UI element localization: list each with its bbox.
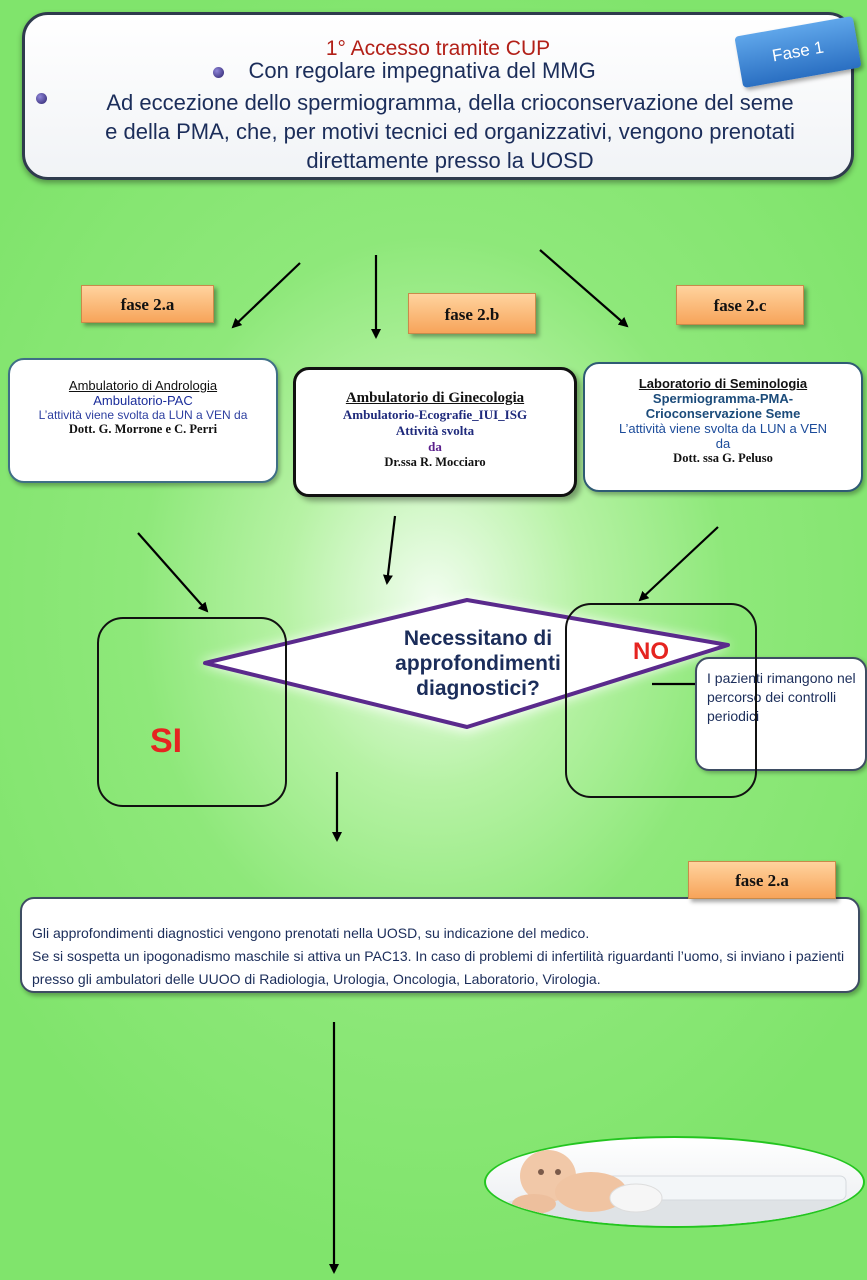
decision-no-label: NO [633, 638, 669, 665]
amb-c-title: Laboratorio di Seminologia [638, 376, 808, 391]
no-outcome-text: I pazienti rimangono nel percorso dei co… [707, 670, 856, 724]
decision-diamond [203, 598, 730, 729]
ambulatorio-andrologia-box: Ambulatorio di Andrologia Ambulatorio-PA… [8, 358, 278, 483]
ambulatorio-ginecologia-box: Ambulatorio di Ginecologia Ambulatorio-E… [293, 367, 577, 497]
no-outcome-box: I pazienti rimangono nel percorso dei co… [695, 657, 867, 771]
amb-b-title: Ambulatorio di Ginecologia [345, 390, 525, 406]
phase-2a-label: fase 2.a [81, 285, 214, 323]
baby-illustration [496, 1150, 856, 1226]
diagnostic-info-line-2: Se si sospetta un ipogonadismo maschile … [32, 948, 845, 987]
amb-a-subtitle: Ambulatorio-PAC [93, 393, 193, 408]
amb-a-title: Ambulatorio di Andrologia [68, 378, 218, 393]
decision-yes-label: SI [150, 722, 183, 760]
phase-2a-bottom-label: fase 2.a [688, 861, 836, 899]
phase-2b-label: fase 2.b [408, 293, 536, 334]
no-outline-box [565, 603, 757, 798]
yes-outline-box [97, 617, 287, 807]
bullet-line-2-dot [36, 90, 47, 108]
bullet-line-1: Con regolare impegnativa del MMG [213, 58, 596, 84]
amb-b-subtitle: Ambulatorio-Ecografie_IUI_ISG [342, 407, 528, 422]
arrow-amb-c-to-decision [638, 526, 719, 602]
amb-a-activity: L’attività viene svolta da LUN a VEN da [38, 408, 248, 422]
decision-question: Necessitano di approfondimenti diagnosti… [395, 627, 561, 700]
baby-image [484, 1136, 865, 1228]
bullet-dot-icon [213, 66, 224, 78]
amb-c-doctor: Dott. ssa G. Peluso [673, 451, 773, 465]
arrow-to-fase2a [231, 262, 301, 329]
diagnostic-info-box: Gli approfondimenti diagnostici vengono … [20, 897, 860, 993]
amb-a-doctors: Dott. G. Morrone e C. Perri [68, 422, 218, 436]
arrow-to-fase2c [539, 249, 629, 328]
amb-b-doctor: Dr.ssa R. Mocciaro [384, 455, 486, 469]
access-title: 1° Accesso tramite CUP [325, 37, 551, 60]
diagnostic-info-line-1: Gli approfondimenti diagnostici vengono … [32, 925, 590, 941]
laboratorio-seminologia-box: Laboratorio di Seminologia Spermiogramma… [583, 362, 863, 492]
top-access-box: 1° Accesso tramite CUP [22, 12, 854, 180]
arrow-amb-a-to-decision [137, 532, 209, 613]
amb-c-subtitle1: Spermiogramma-PMA- [652, 391, 794, 406]
amb-b-line4: da [428, 439, 442, 454]
amb-c-activity1: L’attività viene svolta da LUN a VEN [618, 421, 828, 436]
amb-b-line3: Attività svolta [395, 423, 475, 438]
bullet-text-1: Con regolare impegnativa del MMG [248, 58, 596, 83]
bullet-dot-icon [36, 93, 47, 105]
amb-c-subtitle2: Crioconservazione Seme [645, 406, 801, 421]
arrow-amb-b-to-decision [382, 515, 397, 585]
bullet-text-2: Ad eccezione dello spermiogramma, della … [105, 90, 795, 173]
phase-2c-label: fase 2.c [676, 285, 804, 325]
amb-c-activity2: da [715, 436, 731, 451]
